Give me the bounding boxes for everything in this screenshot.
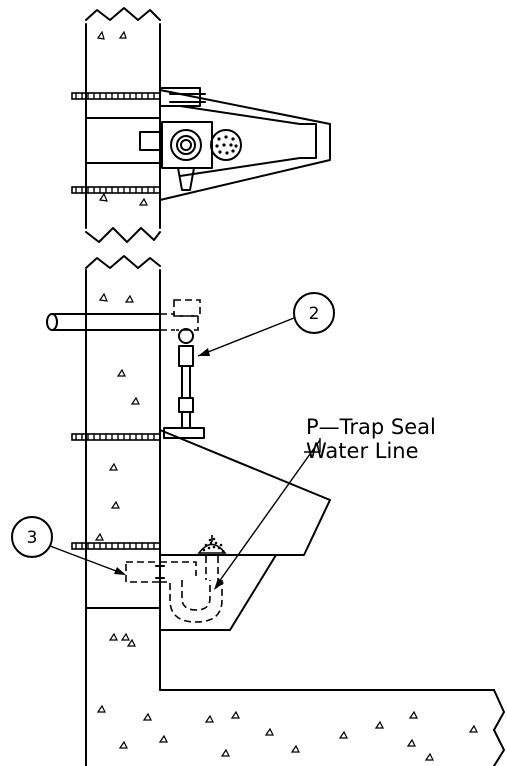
lower-anchor-bolt-1	[71, 433, 161, 441]
lower-anchor-bolt-2	[71, 542, 161, 550]
spud-flange	[163, 427, 205, 439]
drain-strainer-icon	[197, 537, 227, 554]
flush-valve	[178, 328, 194, 429]
callout-2-label: 2	[309, 304, 320, 324]
callout-2-circle	[293, 292, 335, 334]
note-line-2: Water Line	[306, 439, 419, 463]
supply-pipe	[46, 299, 201, 331]
lower-wall-aggregate	[94, 292, 140, 541]
p-trap-note-leader	[214, 438, 321, 590]
callout-3: 3	[11, 516, 126, 575]
p-trap	[125, 556, 223, 623]
upper-wall-section	[85, 7, 161, 243]
callout-3-label: 3	[27, 528, 38, 548]
callout-2: 2	[197, 292, 335, 357]
callout-3-circle	[11, 516, 53, 558]
fixture-body	[159, 429, 331, 631]
upper-wall-aggregate	[96, 30, 148, 206]
upper-strainer-icon	[210, 129, 242, 161]
carrier-plan-view	[85, 83, 331, 206]
note-line-1: P—Trap Seal	[306, 415, 436, 439]
concrete-slab	[96, 632, 505, 766]
lower-wall-section	[85, 255, 161, 766]
